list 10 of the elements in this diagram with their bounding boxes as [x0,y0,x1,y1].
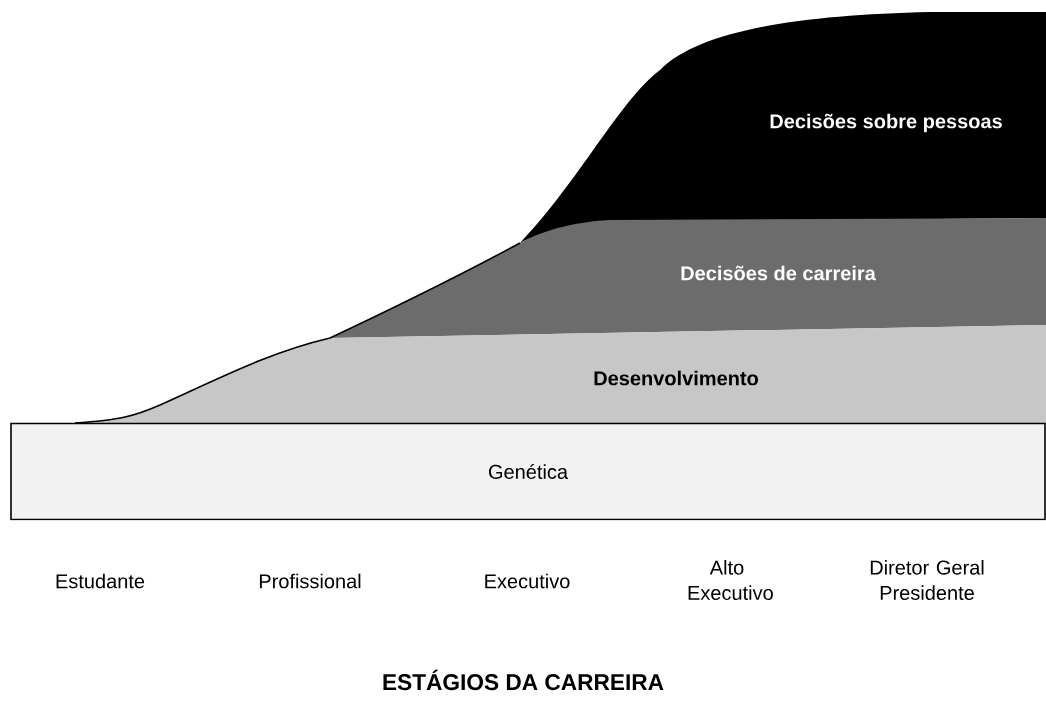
layer-band: Desenvolvimento [75,325,1046,423]
stage-label: Alto Executivo [688,560,773,600]
layer-band: Decisões de carreira [330,218,1046,338]
base-box: Genética [10,422,1046,521]
axis-title: ESTÁGIOS DA CARREIRA [383,669,664,691]
stage-label: Profissional [259,573,361,589]
stage-label: Estudante [56,573,145,589]
stage-label: Diretor Geral Presidente [870,560,984,600]
stage-label: Executivo [485,573,570,589]
layer-band: Decisões sobre pessoas [520,12,1046,243]
